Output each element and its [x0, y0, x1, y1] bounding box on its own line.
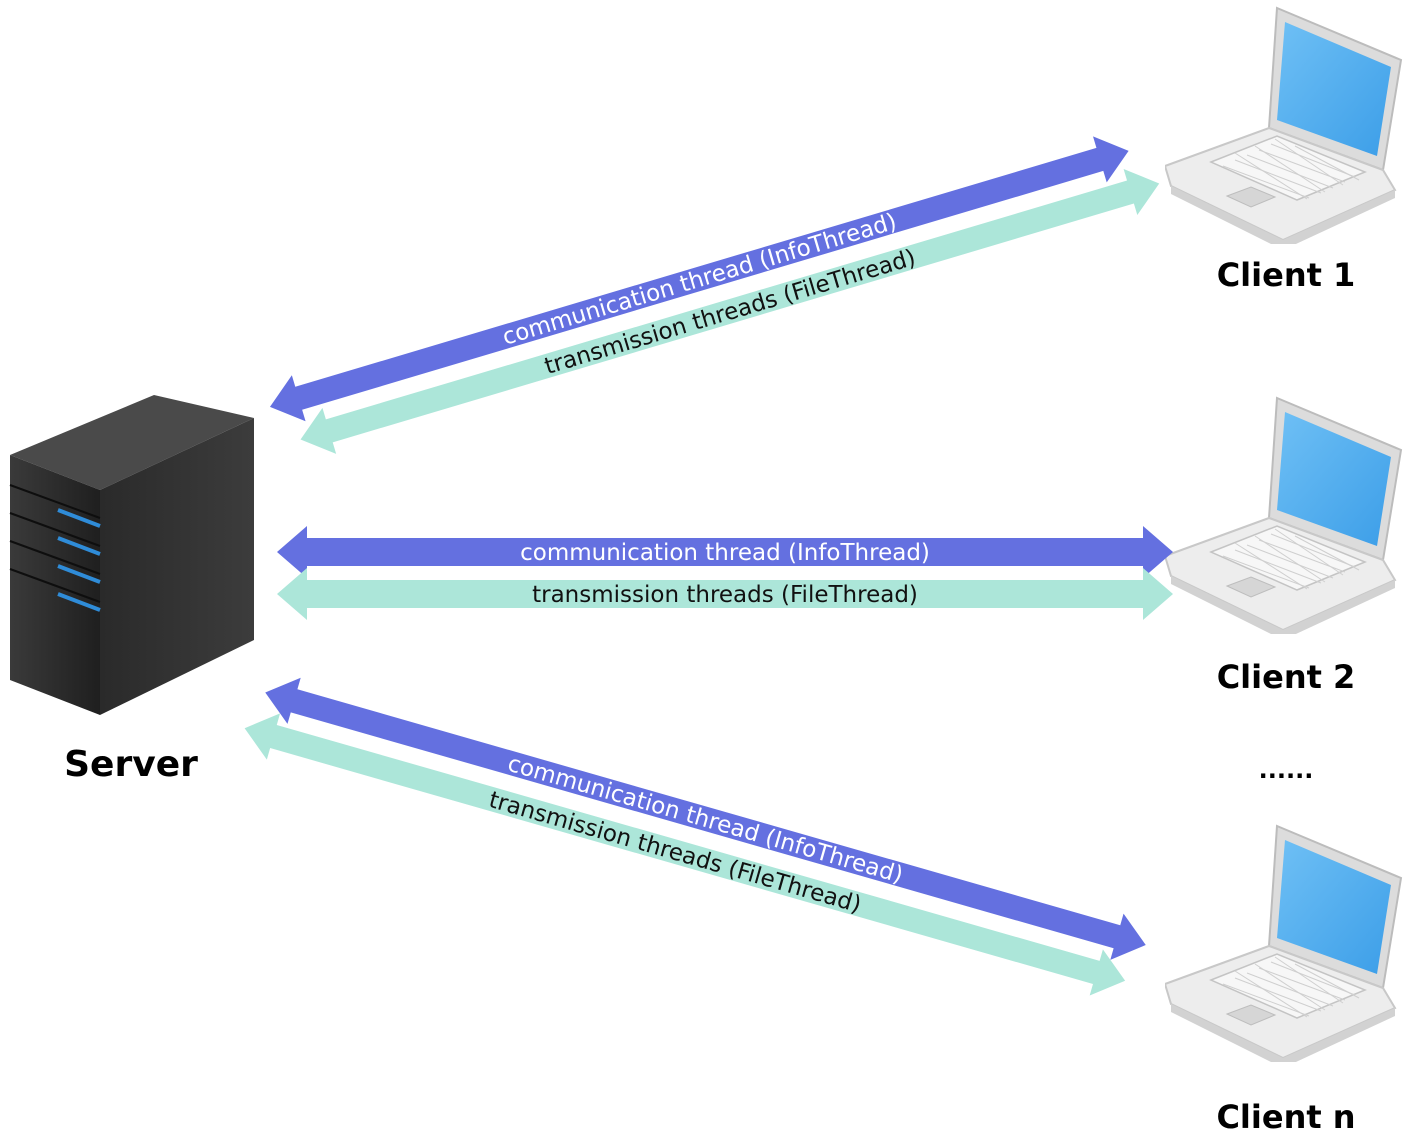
laptop-icon [1165, 397, 1402, 634]
file-thread-label: transmission threads (FileThread) [532, 582, 918, 608]
info-thread-arrow [277, 526, 1173, 578]
client-1-label: Client 1 [1217, 256, 1356, 294]
server-label: Server [64, 744, 198, 785]
connection-client-2: communication thread (InfoThread) transm… [277, 526, 1173, 620]
info-thread-label: communication thread (InfoThread) [520, 540, 930, 566]
file-thread-arrow [277, 568, 1173, 620]
connection-client-n: communication thread (InfoThread) transm… [244, 677, 1146, 996]
file-thread-arrow [244, 713, 1126, 996]
client-2-label: Client 2 [1217, 658, 1356, 696]
file-thread-arrow [300, 169, 1160, 454]
laptop-icon [1165, 7, 1402, 244]
info-thread-arrow [265, 677, 1146, 960]
info-thread-arrow [269, 136, 1129, 422]
client-n-label: Client n [1216, 1098, 1355, 1136]
server-tower-icon [9, 395, 254, 715]
connection-client-1: communication thread (InfoThread) transm… [269, 136, 1160, 454]
laptop-icon [1165, 825, 1402, 1062]
ellipsis: ...... [1259, 756, 1314, 784]
